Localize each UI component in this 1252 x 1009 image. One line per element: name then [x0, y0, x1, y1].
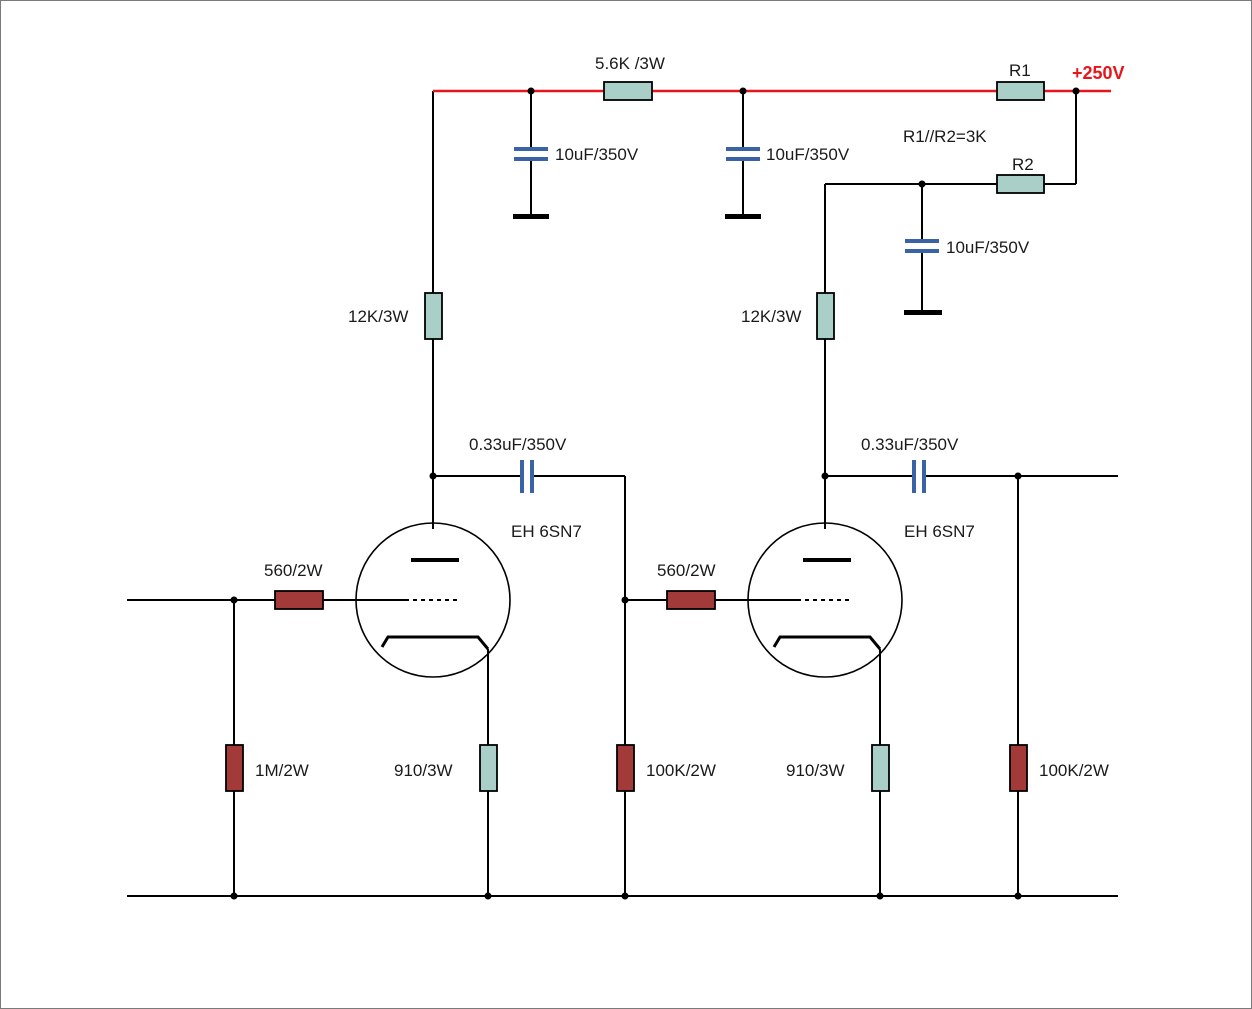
resistor-plate-2	[816, 292, 835, 340]
r2-label: R2	[1012, 155, 1034, 174]
tube-2-label: EH 6SN7	[904, 522, 975, 541]
ground-symbols	[513, 214, 942, 315]
plate-resistor-1-label: 12K/3W	[348, 307, 408, 326]
filter-cap-1-label: 10uF/350V	[555, 145, 639, 164]
capacitors	[514, 147, 939, 493]
resistor-plate-1	[424, 292, 443, 340]
ground-icon	[513, 214, 549, 219]
resistor-output	[1009, 744, 1028, 792]
grid-stopper-2-label: 560/2W	[657, 561, 716, 580]
supply-voltage-label: +250V	[1072, 63, 1125, 83]
r1-r2-note: R1//R2=3K	[903, 127, 987, 146]
capacitor-coupling-2	[912, 460, 926, 493]
tube-1-label: EH 6SN7	[511, 522, 582, 541]
plate-resistor-2-label: 12K/3W	[741, 307, 801, 326]
resistor-grid-leak-2	[616, 744, 635, 792]
filter-cap-2-label: 10uF/350V	[766, 145, 850, 164]
output-resistor-label: 100K/2W	[1039, 761, 1109, 780]
tube-2-symbol	[747, 522, 903, 678]
resistor-r2	[996, 174, 1045, 194]
cathode-resistor-2-label: 910/3W	[786, 761, 845, 780]
filter-cap-3-label: 10uF/350V	[946, 238, 1030, 257]
capacitor-filter-3	[905, 239, 939, 253]
filter-resistor-label: 5.6K /3W	[595, 54, 665, 73]
tube-1-symbol	[355, 522, 511, 678]
coupling-cap-1-label: 0.33uF/350V	[469, 435, 567, 454]
grid-leak-1-label: 1M/2W	[255, 761, 309, 780]
resistor-r1	[996, 81, 1045, 101]
teal-resistors	[424, 81, 1045, 792]
grid-leak-2-label: 100K/2W	[646, 761, 716, 780]
cathode-resistor-1-label: 910/3W	[394, 761, 453, 780]
resistor-cathode-2	[871, 744, 890, 792]
capacitor-coupling-1	[520, 460, 534, 493]
capacitor-filter-1	[514, 147, 548, 161]
red-resistors	[225, 590, 1028, 792]
ground-icon	[904, 310, 942, 315]
resistor-cathode-1	[479, 744, 498, 792]
resistor-grid-leak-1	[225, 744, 244, 792]
junction-dots	[230, 87, 1080, 900]
resistor-grid-stopper-1	[274, 590, 324, 610]
resistor-filter	[603, 81, 653, 101]
grid-stopper-1-label: 560/2W	[264, 561, 323, 580]
coupling-cap-2-label: 0.33uF/350V	[861, 435, 959, 454]
wires	[127, 91, 1118, 897]
ground-icon	[725, 214, 761, 219]
r1-label: R1	[1009, 61, 1031, 80]
capacitor-filter-2	[726, 147, 760, 161]
resistor-grid-stopper-2	[666, 590, 716, 610]
